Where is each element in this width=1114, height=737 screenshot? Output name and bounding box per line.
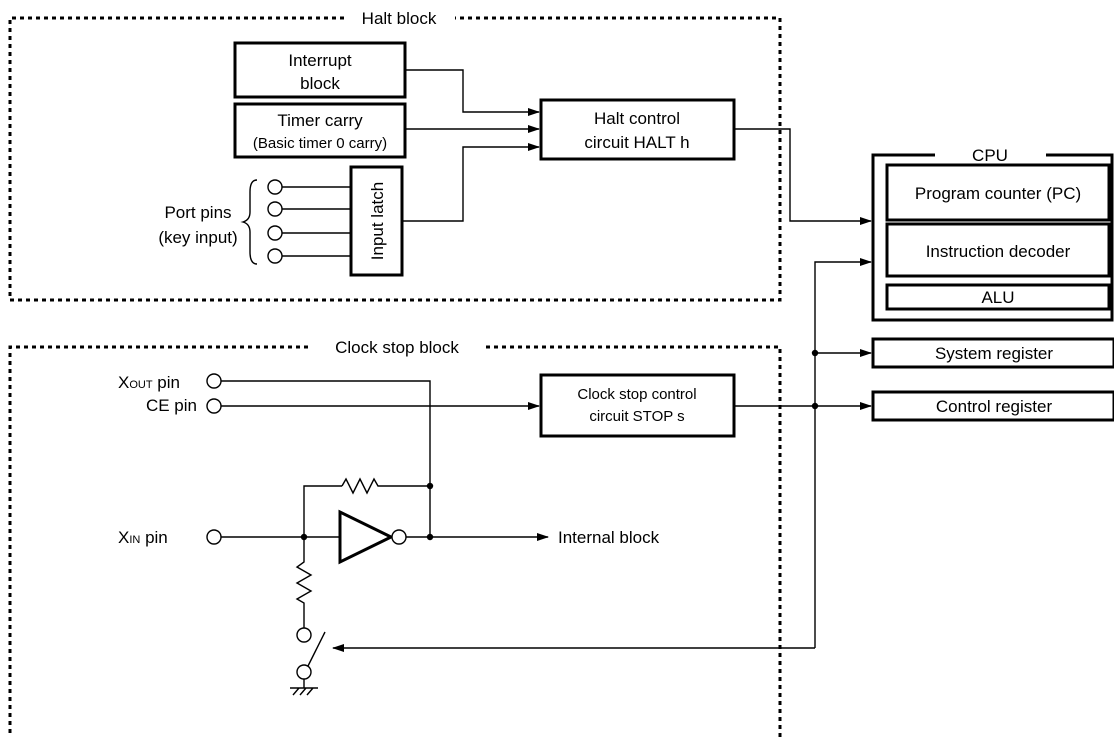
port-pins: Port pins (key input) [158,179,351,265]
halt-block: Halt block Interrupt block Timer carry (… [8,9,782,302]
halt-block-border [8,16,782,302]
feedback-resistor [341,477,382,495]
clock-stop-block: Clock stop block CE pin Clock stop contr… [8,338,782,737]
clock-stop-block-border [8,345,782,737]
cpu-title: CPU [972,146,1008,165]
interrupt-block-label-2: block [300,74,340,93]
timer-carry-box [233,102,407,159]
halt-control-label-2: circuit HALT h [584,133,689,152]
ground-icon [290,679,318,696]
clock-stop-control-box [539,373,736,438]
switch-top-contact [296,627,312,643]
timer-carry-label-1: Timer carry [277,111,363,130]
interrupt-block-box [233,41,407,99]
junction-system [811,349,819,357]
latch-to-halt-wire [402,143,540,222]
switch-bottom-contact [296,664,312,680]
port-pin-2 [267,201,283,217]
instruction-decoder-box [885,222,1111,278]
system-register-box [871,337,1114,369]
halt-block-title: Halt block [362,9,437,28]
clock-stop-control-label-1: Clock stop control [577,386,696,403]
xin-pin [206,529,222,545]
ce-pin [206,398,222,414]
input-latch-box [349,165,404,277]
pulldown-resistor [295,537,313,629]
control-register-label: Control register [936,397,1053,416]
system-register-label: System register [935,344,1053,363]
xout-pin [206,373,222,389]
cpu-bus-wire [814,258,872,648]
junction-feedback [426,482,434,490]
switch-blade [307,631,326,667]
port-pins-label-2: (key input) [158,228,237,247]
xout-pin-label: XOUT pin [118,373,180,392]
port-pins-brace [240,179,258,265]
program-counter-label: Program counter (PC) [915,184,1081,203]
alu-label: ALU [981,288,1014,307]
clock-stop-control-label-2: circuit STOP s [589,408,684,425]
cpu-block: CPU Program counter (PC) Instruction dec… [871,146,1114,322]
program-counter-box [885,163,1111,222]
xout-wire [221,380,431,537]
instruction-decoder-label: Instruction decoder [926,242,1071,261]
halt-to-cpu-wire [734,128,872,225]
alu-box [885,283,1111,311]
interrupt-block-label-1: Interrupt [288,51,352,70]
port-pins-label-1: Port pins [164,203,231,222]
inverter-icon [338,509,395,565]
port-pin-3 [267,225,283,241]
internal-block-label: Internal block [558,528,660,547]
clock-stop-block-title: Clock stop block [335,338,459,357]
junction-control [811,402,819,410]
inverter-bubble [391,529,407,545]
ce-pin-label: CE pin [146,396,197,415]
port-pin-4 [267,248,283,264]
timer-carry-label-2: (Basic timer 0 carry) [253,135,387,152]
xin-pin-label: XIN pin [118,528,168,547]
control-register-box [871,390,1114,422]
junction-output [426,533,434,541]
feedback-wire [303,485,430,537]
halt-control-label-1: Halt control [594,109,680,128]
input-latch-label: Input latch [368,182,387,260]
interrupt-to-halt-wire [405,69,540,116]
port-pin-1 [267,179,283,195]
